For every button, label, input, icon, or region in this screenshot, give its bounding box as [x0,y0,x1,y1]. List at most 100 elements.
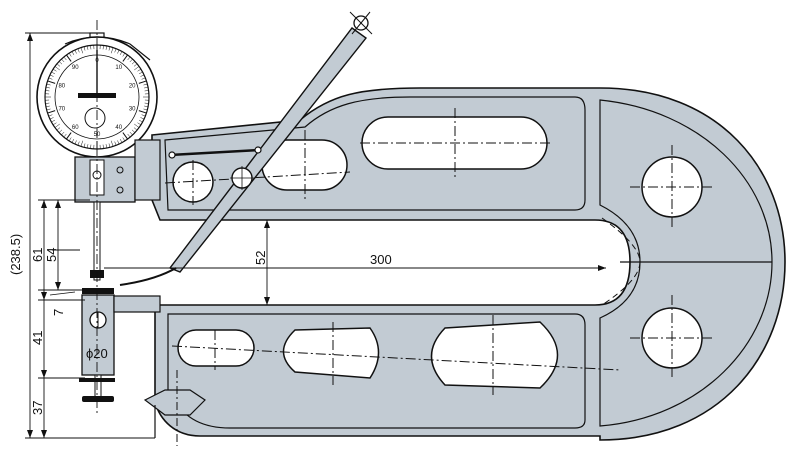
dial-tick [110,47,114,54]
dial-tick [143,83,148,86]
dial-tick [108,143,111,148]
dial-tick [117,140,120,145]
dial-tick [56,63,61,67]
dial-tick [90,144,92,149]
upper-contact-plate [82,288,114,294]
dial-tick [56,127,61,131]
dial-tick [51,119,56,123]
dial-tick [141,114,146,117]
lever-arm [168,27,368,273]
dial-tick [137,122,142,126]
dial-tick [48,77,53,80]
dial-tick [45,102,50,104]
dimension-lines [25,32,606,439]
dial-tick [45,87,50,89]
dial-tick [47,110,56,114]
dial-tick [90,45,92,50]
dial-tick [141,77,146,80]
dial-tick [74,140,77,145]
anvil-knob [82,396,114,402]
dial-scale-label: 10 [115,65,122,71]
dial-scale-label: 40 [115,125,122,131]
dial-tick [131,61,136,65]
dial-tick [144,90,149,92]
dial-tick [129,131,133,136]
upper-arm-connector [134,139,161,201]
dial-tick [87,144,89,149]
dial-tick [140,117,145,120]
dial-tick [46,108,51,111]
hole-centerlines [164,108,715,395]
dial-scale-label: 80 [58,84,65,90]
dim-61: 61 [30,248,45,262]
dial-tick [134,66,140,71]
dial-tick [49,117,54,120]
dial-tick [63,56,67,61]
dial-tick [77,48,80,53]
dial-tick [137,68,142,72]
dial-tick [133,127,138,131]
dial-tick [110,140,114,147]
dial-tick [48,114,53,117]
dial-tick [138,71,143,75]
dial-tick [122,52,126,57]
anvil-holder [81,294,115,376]
dial-tick [83,143,86,148]
right-arc-panel [599,99,773,427]
dial-ticks [45,45,149,149]
dial-scale-label: 70 [58,106,65,112]
dim-37: 37 [30,401,45,415]
dimension-arrows [27,33,606,438]
dial-tick [114,141,117,146]
dial-scale-label: 20 [129,84,136,90]
dial-tick [122,132,128,140]
dial-tick [122,54,128,62]
dial-tick [122,137,126,142]
dim-throat-height: 52 [253,251,268,265]
dial-tick [105,144,107,149]
dial-tick [144,105,149,107]
dial-tick [114,48,117,53]
dial-tick [117,49,120,54]
spring-rod [169,148,261,157]
dial-tick [54,123,60,128]
dial-tick [140,74,145,77]
lower-slot-3 [430,321,559,389]
dial-tick [138,119,143,123]
dial-tick [144,87,149,89]
throat-end-hidden-line [601,217,641,306]
dial-tick [71,138,75,143]
dial-tick [66,54,72,62]
dim-total-height: (238.5) [8,234,23,275]
dial-tick [87,45,89,50]
dial-tick [52,68,57,72]
dial-tick [144,102,149,104]
dial-tick [71,51,75,56]
dial-tick [129,58,133,63]
dial-tick [61,58,65,63]
dial-scale-label: 90 [72,65,79,71]
dial-tick [134,123,140,128]
dial-tick [77,141,80,146]
dim-54: 54 [44,248,59,262]
dial-tick [119,138,123,143]
dial-tick [61,131,65,136]
dial-scale-label: 60 [72,125,79,131]
dim-7: 7 [51,309,66,316]
lower-arm-connector [113,295,161,313]
dial-tick [47,80,56,84]
dim-41: 41 [30,331,45,345]
dial-tick [45,90,50,92]
dial-tick [51,71,56,75]
dial-tick [127,133,131,138]
dial-revolution-counter [84,107,106,129]
lower-slot-2 [282,327,380,379]
dial-tick [58,129,63,133]
dial-scale-label: 30 [129,106,136,112]
dial-tick [74,49,77,54]
dial-tick [52,122,57,126]
dial-tick [58,61,63,65]
dial-tick [127,56,131,61]
